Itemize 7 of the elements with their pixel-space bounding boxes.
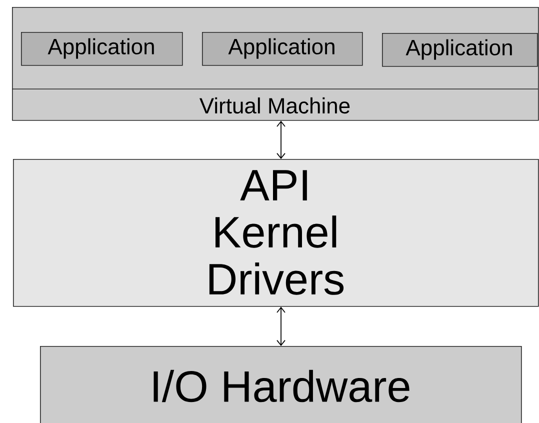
application-box: Application [21, 32, 183, 66]
application-box: Application [202, 32, 363, 66]
double-arrow [276, 306, 286, 346]
double-arrow [276, 120, 286, 159]
hardware-box: I/O Hardware [40, 346, 522, 423]
application-box: Application [382, 33, 538, 67]
layer-box: API Kernel Drivers [13, 159, 539, 307]
